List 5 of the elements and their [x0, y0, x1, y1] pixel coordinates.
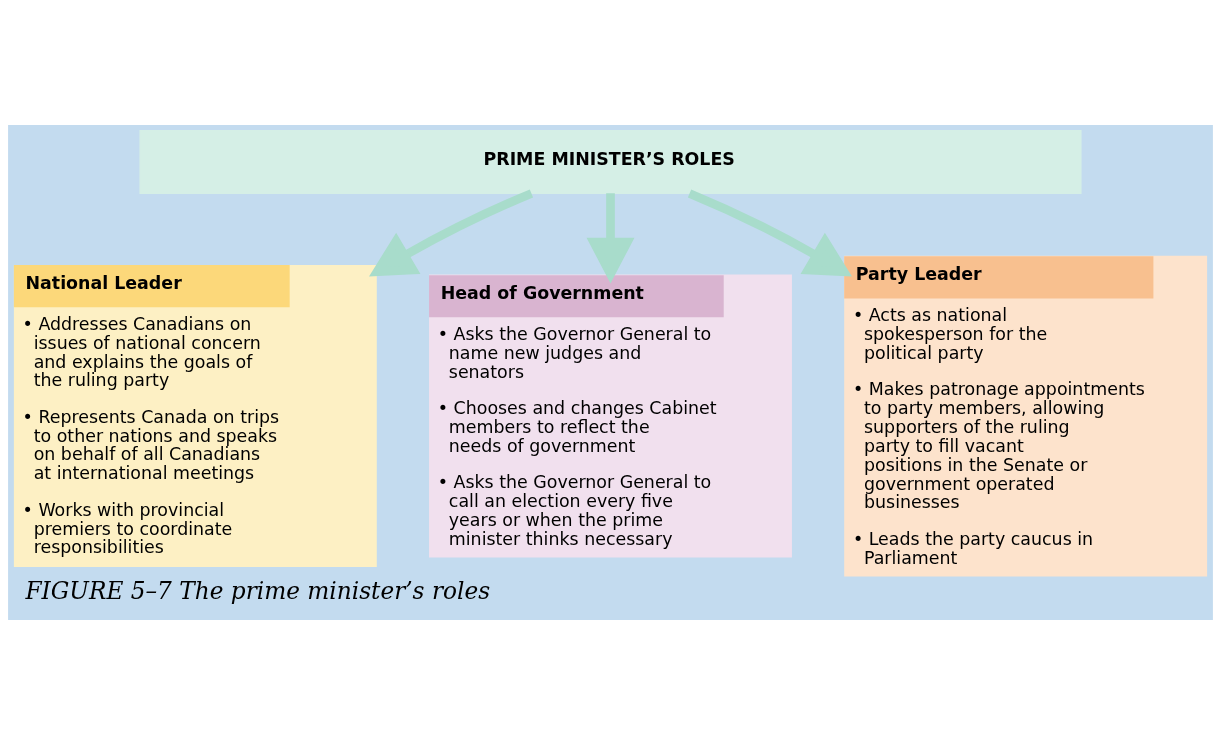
caption: FIGURE 5–7 The prime minister’s roles [25, 576, 491, 604]
node-box: PRIME MINISTER’S ROLES [139, 129, 1082, 194]
arrow [369, 188, 534, 276]
arrow [586, 192, 635, 283]
arrow [687, 188, 852, 276]
